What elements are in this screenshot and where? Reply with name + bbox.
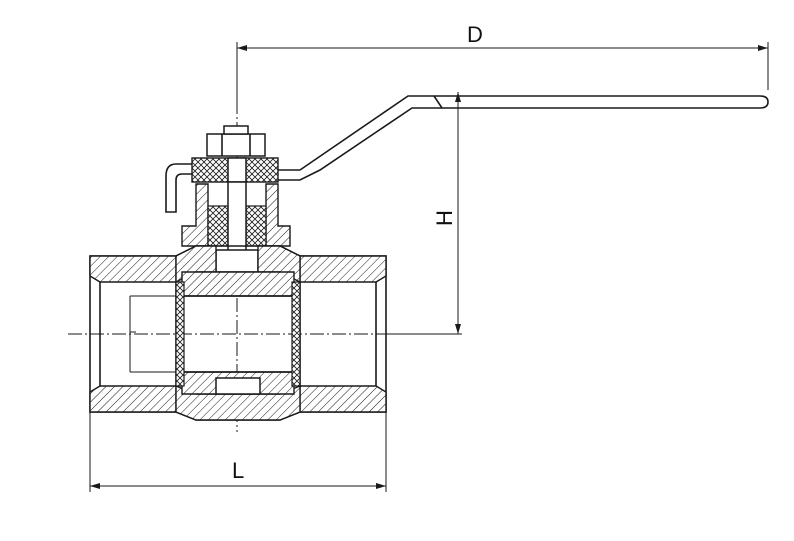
bonnet	[181, 181, 291, 273]
stem-nut	[191, 125, 279, 183]
stop-lug	[165, 163, 192, 213]
dimension-l-label: L	[232, 458, 244, 483]
ball	[175, 271, 301, 395]
dimension-h-label: H	[432, 210, 457, 226]
dimension-l: L	[89, 410, 387, 492]
dimension-h: H	[385, 92, 462, 335]
lever-handle	[263, 95, 769, 181]
dimension-d: D	[236, 22, 769, 100]
dimension-d-label: D	[467, 22, 483, 47]
